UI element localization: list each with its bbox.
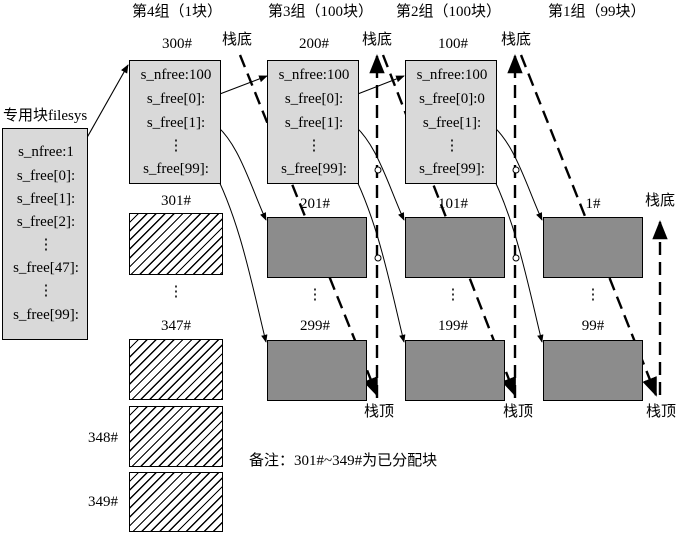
block-id-199: 199# [438, 318, 468, 334]
g2-field-free99: s_free[99]: [419, 161, 485, 177]
g4-field-nfree: s_nfree:100 [140, 67, 212, 83]
block-id-348: 348# [88, 430, 118, 446]
crossing-mark [374, 254, 382, 262]
pointer-filesys-to-300 [79, 64, 129, 151]
g3-dots: ⋮ [306, 138, 322, 154]
group3-title: 第3组（100块） [268, 4, 374, 20]
note-text: 备注：301#~349#为已分配块 [249, 453, 438, 469]
block-id-349: 349# [88, 494, 118, 510]
block-id-101: 101# [438, 196, 468, 212]
block-id-100: 100# [438, 36, 468, 52]
g4-field-free99: s_free[99]: [143, 161, 209, 177]
free-block-199 [405, 340, 505, 401]
filesys-label: 专用块filesys [3, 108, 88, 124]
group2-title: 第2组（100块） [396, 4, 502, 20]
block-id-347: 347# [161, 318, 191, 334]
allocated-block-349 [129, 472, 223, 532]
group4-title: 第4组（1块） [132, 4, 223, 20]
block-id-301: 301# [161, 193, 191, 209]
g3-field-free99: s_free[99]: [281, 161, 347, 177]
pointer-300-to-299 [211, 166, 268, 343]
g3-column-dots: ⋮ [307, 287, 323, 303]
filesys-field-free99: s_free[99]: [13, 307, 79, 323]
stack-top-label-g1: 栈顶 [646, 404, 677, 420]
g2-column-dots: ⋮ [445, 287, 461, 303]
allocated-block-348 [129, 406, 223, 467]
pointer-300-to-200 [211, 75, 268, 98]
g3-field-free1: s_free[1]: [284, 115, 344, 131]
stack-bottom-label-g3: 栈底 [362, 32, 393, 48]
stack-bottom-label-g4: 栈底 [222, 32, 253, 48]
filesys-field-free47: s_free[47]: [13, 260, 79, 276]
block-id-99: 99# [581, 318, 605, 334]
crossing-mark [512, 166, 520, 174]
allocated-block-347 [129, 339, 223, 400]
group3-head-block: s_nfree:100 s_free[0]: s_free[1]: ⋮ s_fr… [267, 60, 359, 184]
g2-field-free0: s_free[0]:0 [419, 91, 485, 107]
g4-column-dots: ⋮ [168, 284, 184, 300]
g3-field-nfree: s_nfree:100 [278, 67, 350, 83]
g2-field-nfree: s_nfree:100 [416, 67, 488, 83]
pointer-100-to-99 [487, 166, 544, 343]
free-block-299 [267, 340, 367, 401]
filesys-dots-2: ⋮ [38, 283, 54, 299]
g4-dots: ⋮ [168, 138, 184, 154]
crossing-mark [374, 166, 382, 174]
stack-bottom-label-g1: 栈底 [645, 193, 676, 209]
group4-head-block: s_nfree:100 s_free[0]: s_free[1]: ⋮ s_fr… [129, 60, 221, 184]
stack-top-label-g3: 栈顶 [364, 404, 395, 420]
filesys-field-free1: s_free[1]: [16, 191, 76, 207]
filesys-dots-1: ⋮ [38, 237, 54, 253]
block-id-300: 300# [162, 36, 192, 52]
filesys-block: s_nfree:1 s_free[0]: s_free[1]: s_free[2… [2, 128, 88, 340]
filesys-field-free0: s_free[0]: [16, 168, 76, 184]
free-block-101 [405, 217, 505, 278]
block-id-201: 201# [300, 196, 330, 212]
free-block-201 [267, 217, 367, 278]
g2-field-free1: s_free[1]: [422, 115, 482, 131]
filesys-field-free2: s_free[2]: [16, 214, 76, 230]
g4-field-free0: s_free[0]: [146, 91, 206, 107]
crossing-mark [512, 254, 520, 262]
g2-dots: ⋮ [444, 138, 460, 154]
g3-field-free0: s_free[0]: [284, 91, 344, 107]
pointer-200-to-199 [349, 166, 406, 343]
group2-head-block: s_nfree:100 s_free[0]:0 s_free[1]: ⋮ s_f… [405, 60, 497, 184]
g1-column-dots: ⋮ [585, 287, 601, 303]
free-block-1 [543, 217, 643, 278]
stack-top-label-g2: 栈顶 [503, 404, 534, 420]
stack-bottom-label-g2: 栈底 [501, 32, 532, 48]
group1-title: 第1组（99块） [548, 4, 646, 20]
block-id-200: 200# [299, 36, 329, 52]
allocated-block-301 [129, 213, 223, 275]
free-block-99 [543, 340, 643, 401]
filesys-field-nfree: s_nfree:1 [18, 144, 74, 160]
block-id-1: 1# [585, 196, 601, 212]
g4-field-free1: s_free[1]: [146, 115, 206, 131]
block-id-299: 299# [300, 318, 330, 334]
